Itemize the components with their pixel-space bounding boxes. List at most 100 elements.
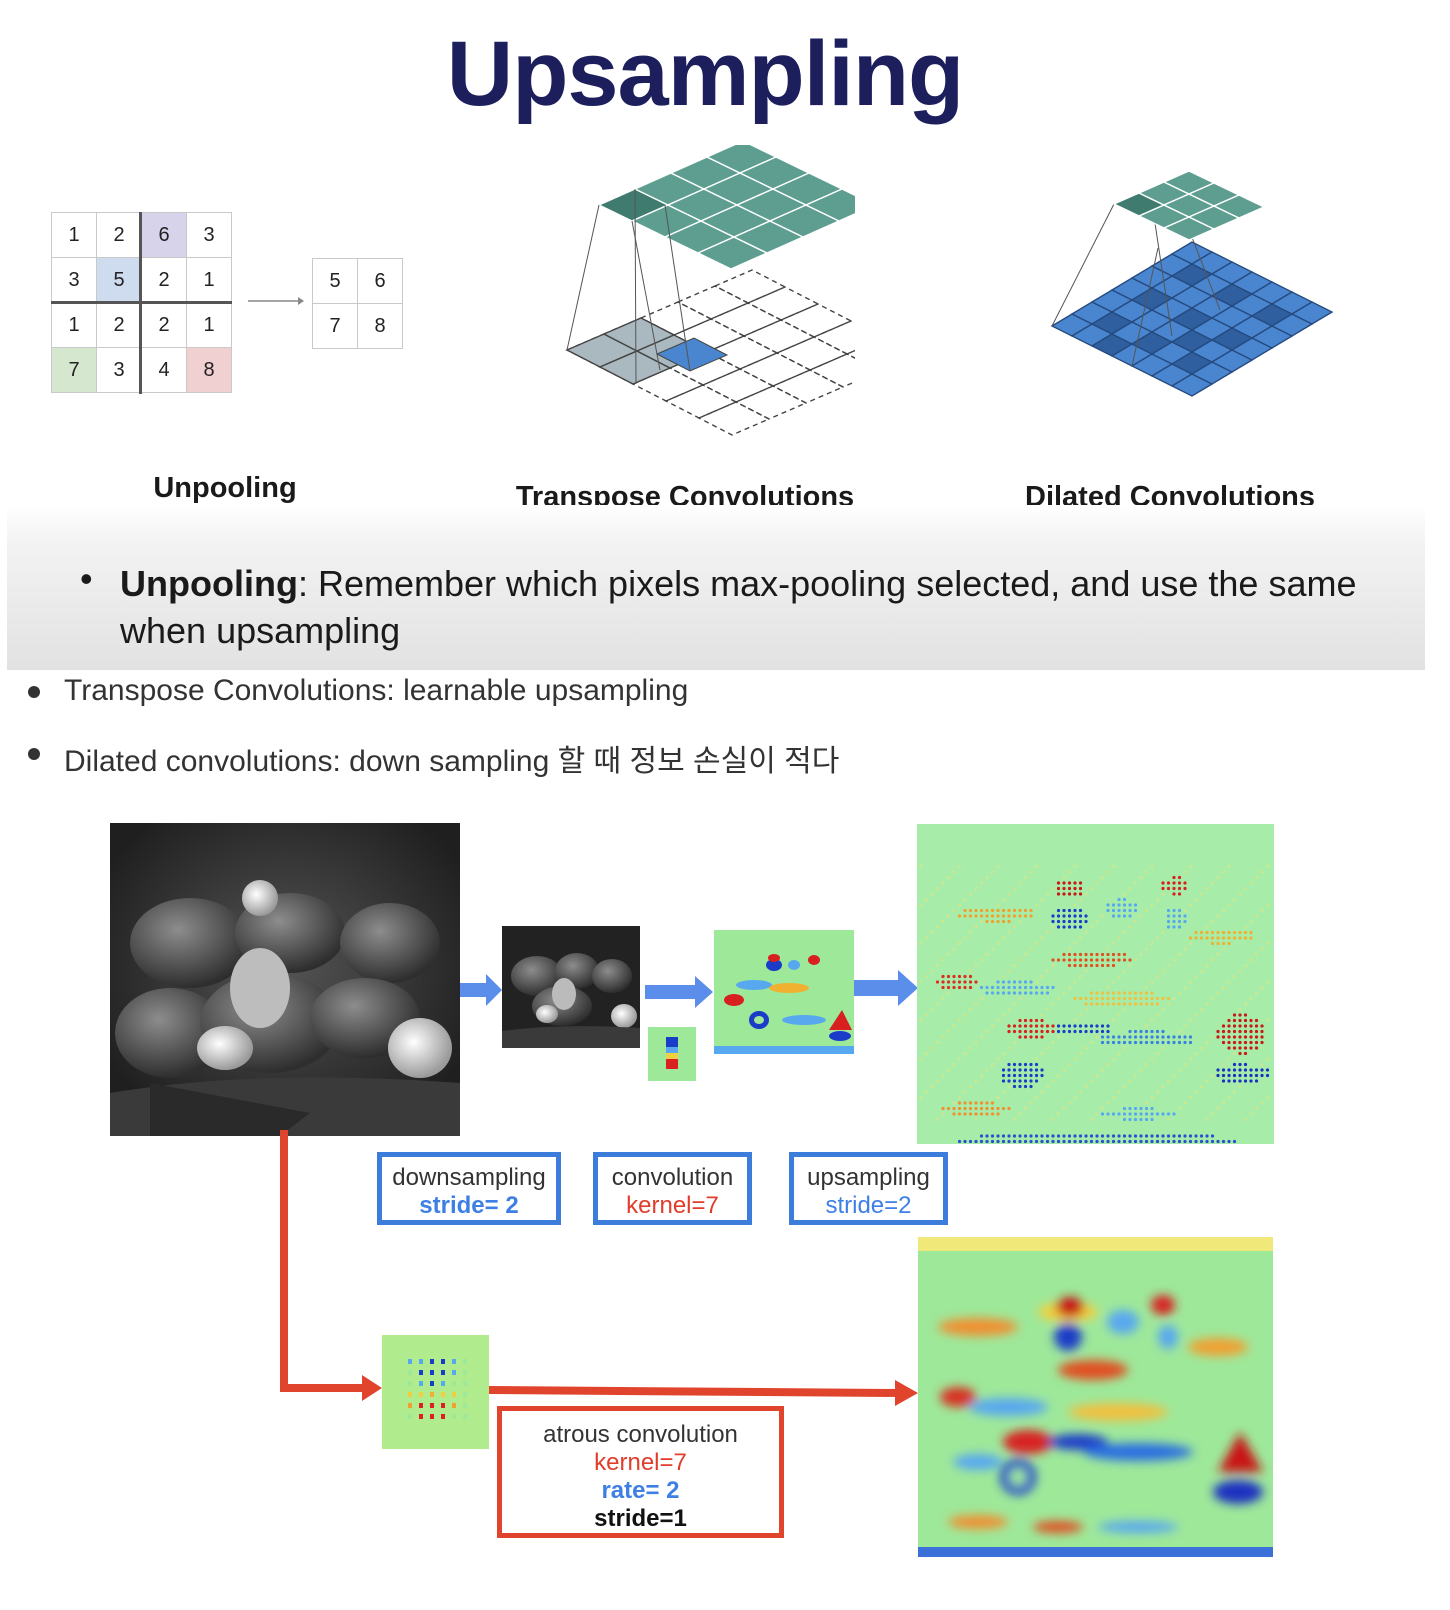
heatmap-dot — [1122, 908, 1127, 913]
heatmap-dot — [1018, 996, 1022, 1001]
heatmap-dot — [1122, 1002, 1127, 1006]
heatmap-dot — [996, 914, 1000, 918]
heatmap-dot — [1150, 864, 1154, 869]
kernel-dot — [463, 1381, 467, 1386]
heatmap-dot — [1067, 1024, 1072, 1028]
heatmap-dot — [1111, 991, 1116, 995]
convolved-heatmap — [714, 930, 854, 1054]
heatmap-dot — [1254, 1035, 1259, 1039]
kernel-dot — [419, 1414, 423, 1419]
heatmap-dot — [1210, 1073, 1215, 1078]
heatmap-dot — [1155, 996, 1160, 1001]
heatmap-dot — [1177, 886, 1182, 891]
heatmap-dot — [1183, 985, 1187, 990]
heatmap-dot — [1216, 930, 1220, 935]
heatmap-dot — [1018, 1018, 1022, 1023]
heatmap-dot — [1117, 914, 1121, 918]
heatmap-dot — [1199, 1134, 1204, 1138]
heatmap-dot — [1067, 1134, 1072, 1138]
heatmap-dot — [1001, 1079, 1006, 1083]
heatmap-dot — [1122, 1139, 1127, 1144]
heatmap-dot — [1100, 1002, 1105, 1006]
heatmap-dot — [1029, 1079, 1033, 1083]
heatmap-dot — [968, 985, 973, 990]
heatmap-dot — [1095, 1035, 1099, 1039]
heatmap-dot — [1122, 1117, 1127, 1122]
peppers-photo — [110, 823, 460, 1136]
heatmap-dot — [1133, 1139, 1138, 1144]
heatmap-dot — [1084, 1084, 1088, 1089]
heatmap-dot — [1012, 985, 1017, 990]
heatmap-dot — [1216, 914, 1220, 918]
heatmap-dot — [1023, 908, 1028, 913]
heatmap-dot — [1210, 958, 1215, 962]
band-rest-text: : Remember which pixels max-pooling sele… — [120, 563, 1357, 651]
heatmap-dot — [1183, 1062, 1187, 1067]
heatmap-dot — [1227, 936, 1231, 940]
heatmap-dot — [935, 1040, 940, 1045]
heatmap-dot — [1254, 1068, 1259, 1072]
heatmap-dot — [1095, 1073, 1099, 1078]
heatmap-dot — [1227, 1018, 1231, 1023]
heatmap-dot — [1100, 1035, 1105, 1039]
heatmap-dot — [1155, 1002, 1160, 1006]
heatmap-dot — [941, 1035, 945, 1039]
kernel-dot — [419, 1403, 423, 1408]
heatmap-dot — [1249, 1112, 1253, 1116]
projection-line — [634, 188, 637, 385]
heatmap-dot — [930, 969, 934, 973]
kernel-dot — [408, 1403, 412, 1408]
heatmap-dot — [979, 881, 984, 885]
heatmap-dot — [1238, 1079, 1242, 1083]
heatmap-dot — [924, 1051, 929, 1056]
heatmap-dot — [1133, 1029, 1138, 1034]
heatmap-dot — [1139, 1002, 1143, 1006]
heatmap-dot — [1205, 930, 1209, 935]
heatmap-dot — [941, 980, 945, 984]
heatmap-dot — [1260, 1035, 1264, 1039]
heatmap-dot — [1260, 1101, 1264, 1105]
heatmap-dot — [1067, 925, 1072, 929]
heatmap-dot — [1001, 1073, 1006, 1078]
heatmap-dot — [1199, 1007, 1204, 1012]
heatmap-dot — [1056, 1112, 1061, 1116]
heatmap-dot — [1177, 919, 1182, 924]
heatmap-dot — [979, 919, 984, 924]
band-bullet-text: Unpooling: Remember which pixels max-poo… — [120, 560, 1380, 654]
heatmap-dot — [1040, 1068, 1044, 1072]
heatmap-dot — [1249, 1079, 1253, 1083]
kernel-dot — [430, 1403, 434, 1408]
heatmap-dot — [1106, 991, 1110, 995]
grid-cell — [804, 188, 855, 222]
heatmap-dot — [1034, 1073, 1039, 1078]
heatmap-dot — [1221, 1101, 1226, 1105]
heatmap-dot — [985, 985, 989, 990]
heatmap-dot — [1007, 1029, 1011, 1034]
heatmap-dot — [1106, 1134, 1110, 1138]
heatmap-dot — [1133, 1112, 1138, 1116]
heatmap-dot — [1062, 1134, 1066, 1138]
heatmap-dot — [1172, 875, 1176, 880]
heatmap-dot — [1166, 886, 1171, 891]
heatmap-dot — [1232, 1035, 1237, 1039]
heatmap-dot — [1106, 1101, 1110, 1105]
heatmap-dot — [1051, 1117, 1055, 1122]
unpool-input-cell: 2 — [96, 212, 142, 258]
heatmap-dot — [1023, 1134, 1028, 1138]
caption-unpooling: Unpooling — [153, 472, 297, 504]
heatmap-dot — [1078, 974, 1083, 979]
heatmap-dot — [1155, 936, 1160, 940]
heatmap-dot — [1073, 908, 1077, 913]
heatmap-dot — [968, 1101, 973, 1105]
heatmap-dot — [1007, 914, 1011, 918]
heatmap-dot — [1249, 1040, 1253, 1045]
heatmap-dot — [1128, 1134, 1132, 1138]
heatmap-dot — [1144, 1002, 1149, 1006]
heatmap-dot — [941, 881, 945, 885]
heatmap-dot — [1249, 958, 1253, 962]
heatmap-dot — [1199, 1139, 1204, 1144]
heatmap-dot — [930, 930, 934, 935]
heatmap-dot — [1023, 875, 1028, 880]
heatmap-dot — [1227, 864, 1231, 869]
heatmap-dot — [1210, 996, 1215, 1001]
